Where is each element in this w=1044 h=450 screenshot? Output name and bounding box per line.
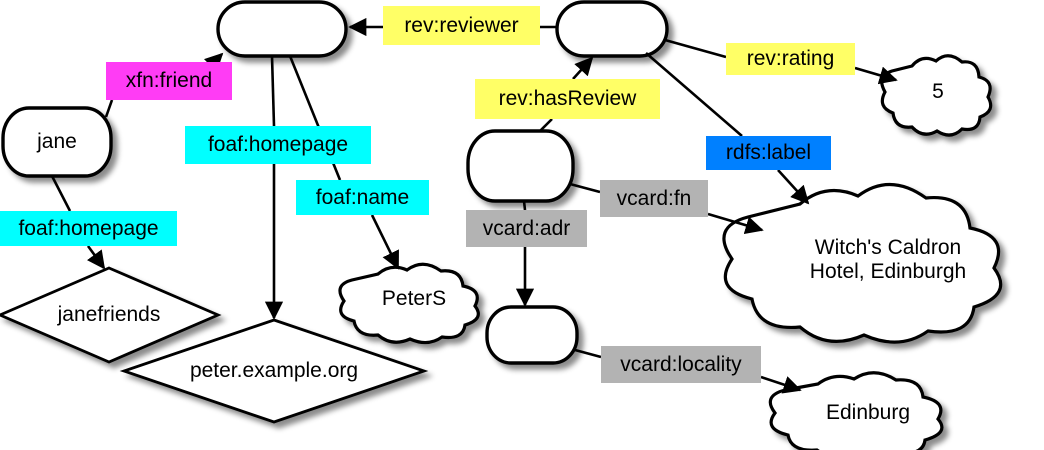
node-janefriends[interactable]: janefriends — [0, 268, 218, 362]
node-jane[interactable]: jane — [3, 108, 111, 176]
edge-label-foaf-homepage-jane[interactable]: foaf:homepage — [0, 211, 177, 246]
edge-label-vcard-adr[interactable]: vcard:adr — [466, 210, 587, 247]
edge-vcard-to-revhasreview — [539, 118, 553, 132]
edge-label-vcard-adr-text: vcard:adr — [482, 216, 571, 240]
node-rating-5-label: 5 — [932, 79, 944, 103]
edge-label-vcard-locality-text: vcard:locality — [620, 352, 742, 376]
edge-label-rev-reviewer-text: rev:reviewer — [404, 13, 519, 37]
node-witchs-caldron-label: Witch's Caldron Hotel, Edinburgh — [809, 235, 967, 283]
edge-label-foaf-homepage-peter-text: foaf:homepage — [207, 133, 349, 156]
node-edinburg[interactable]: Edinburg — [788, 378, 948, 448]
node-rating-5[interactable]: 5 — [888, 60, 988, 124]
edge-label-foaf-homepage-jane-text: foaf:homepage — [18, 216, 159, 240]
edge-label-rev-hasreview[interactable]: rev:hasReview — [475, 79, 660, 119]
node-peter-example-org-label: peter.example.org — [189, 358, 359, 382]
edge-label-vcard-locality[interactable]: vcard:locality — [601, 346, 761, 383]
edge-vcard-to-vcardfn — [569, 182, 601, 194]
node-vcard[interactable] — [468, 131, 573, 201]
node-review[interactable] — [557, 2, 667, 56]
edge-foafhomepage1-to-janefriends — [86, 245, 106, 270]
edge-review-to-revrating — [664, 38, 727, 59]
edge-label-rdfs-label[interactable]: rdfs:label — [706, 136, 831, 170]
node-witchs-caldron[interactable]: Witch's Caldron Hotel, Edinburgh — [752, 195, 1024, 325]
edge-revhasreview-to-review — [572, 56, 594, 80]
edge-label-rev-reviewer[interactable]: rev:reviewer — [383, 6, 540, 45]
node-peters[interactable]: PeterS — [350, 268, 478, 330]
node-vcard-adr[interactable] — [487, 307, 577, 363]
edge-label-vcard-fn-text: vcard:fn — [616, 186, 692, 210]
edge-label-rev-rating[interactable]: rev:rating — [726, 43, 855, 75]
edge-foafname-to-peters — [370, 214, 400, 270]
edge-peter-to-foafhomepage2 — [270, 55, 276, 127]
node-peter-example-org[interactable]: peter.example.org — [124, 320, 424, 422]
edge-label-foaf-homepage-peter[interactable]: foaf:homepage — [185, 126, 371, 164]
edge-label-vcard-fn[interactable]: vcard:fn — [600, 180, 708, 217]
edge-label-rev-hasreview-text: rev:hasReview — [498, 87, 637, 110]
node-jane-label: jane — [37, 129, 77, 153]
edge-label-foaf-name[interactable]: foaf:name — [296, 180, 429, 215]
node-janefriends-label: janefriends — [57, 302, 161, 326]
edge-vcardadr-to-vcardlocality — [574, 348, 602, 359]
edge-jane-to-foafhomepage1 — [50, 175, 72, 212]
edge-label-xfn-friend-text: xfn:friend — [125, 69, 213, 92]
edge-vcard-to-vcardadr — [522, 200, 527, 211]
node-peters-label: PeterS — [381, 286, 447, 310]
edge-label-rev-rating-text: rev:rating — [746, 47, 835, 70]
edge-label-rdfs-label-text: rdfs:label — [725, 141, 812, 164]
edge-label-xfn-friend[interactable]: xfn:friend — [106, 62, 232, 100]
edge-label-foaf-name-text: foaf:name — [315, 185, 410, 209]
node-edinburg-label: Edinburg — [825, 400, 911, 424]
node-peter[interactable] — [218, 2, 346, 56]
